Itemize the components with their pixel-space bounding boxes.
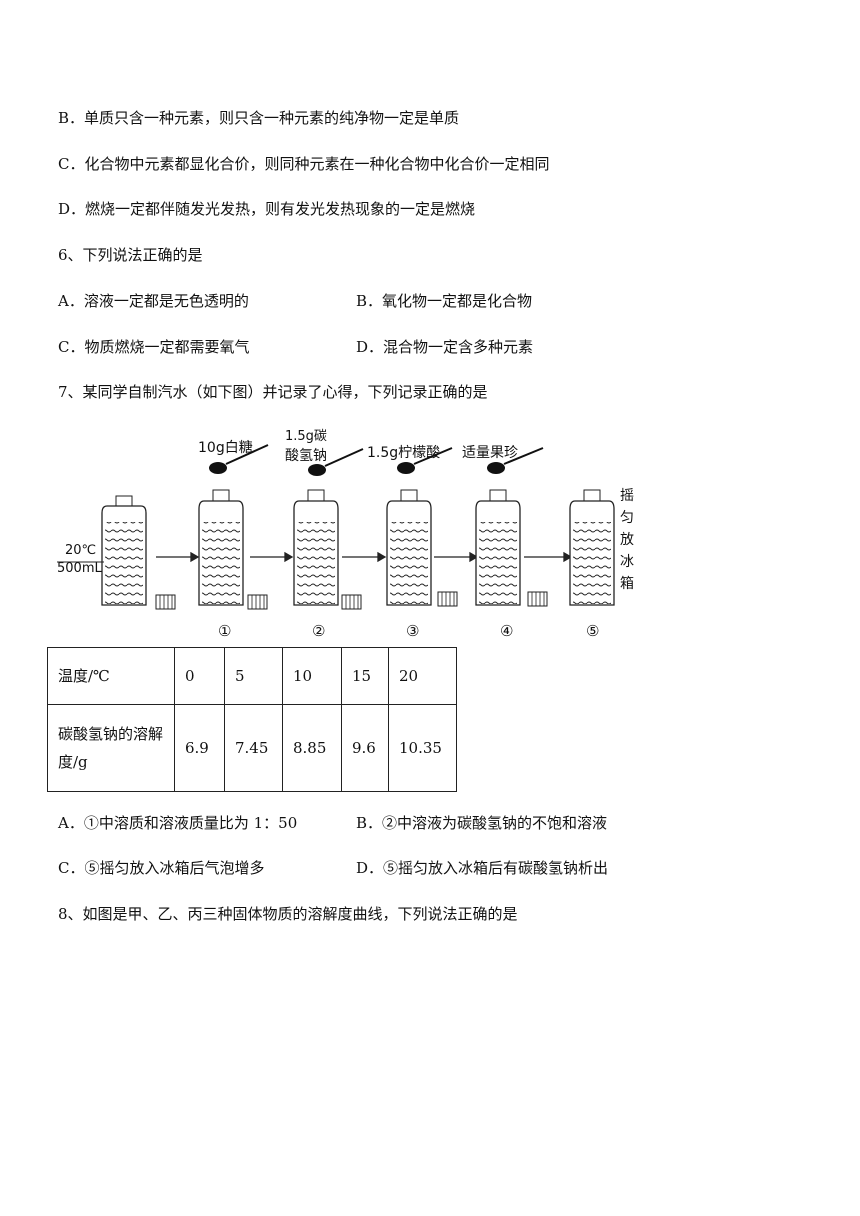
- question-7: 7、某同学自制汽水（如下图）并记录了心得，下列记录正确的是: [58, 383, 488, 401]
- bottle-2: [293, 489, 339, 606]
- final-char-2: 匀: [620, 510, 634, 526]
- line-q5d: D．燃烧一定都伴随发光发热，则有发光发热现象的一定是燃烧: [58, 200, 476, 218]
- cap-start: [155, 594, 176, 610]
- solubility-cell: 8.85: [282, 704, 342, 792]
- bottle-1: [198, 489, 244, 606]
- spoon-2: [308, 448, 364, 476]
- step-3: ③: [406, 622, 419, 640]
- addition-fruit-powder: 适量果珍: [462, 445, 518, 461]
- bottle-4: [475, 489, 521, 606]
- spoon-3: [397, 447, 453, 474]
- line-q5b: B．单质只含一种元素，则只含一种元素的纯净物一定是单质: [58, 109, 460, 127]
- table-row-solubility: 碳酸氢钠的溶解度/g 6.9 7.45 8.85 9.6 10.35: [47, 704, 457, 792]
- question-6: 6、下列说法正确的是: [58, 246, 203, 264]
- option-6a: A．溶液一定都是无色透明的: [58, 292, 249, 310]
- option-7d: D．⑤摇匀放入冰箱后有碳酸氢钠析出: [356, 859, 609, 877]
- spoon-1: [209, 444, 269, 474]
- cap-2: [341, 594, 362, 610]
- step-1: ①: [218, 622, 231, 640]
- option-7a: A．①中溶质和溶液质量比为 1：50: [58, 814, 298, 832]
- temp-cell: 10: [282, 647, 342, 705]
- addition-sugar: 10g白糖: [198, 440, 253, 456]
- addition-bicarbonate-line2: 酸氢钠: [285, 448, 327, 464]
- step-2: ②: [312, 622, 325, 640]
- temp-cell: 20: [388, 647, 457, 705]
- option-6c: C．物质燃烧一定都需要氧气: [58, 338, 250, 356]
- bottle-start: [101, 495, 147, 606]
- line-q5c: C．化合物中元素都显化合价，则同种元素在一种化合物中化合价一定相同: [58, 155, 550, 173]
- solubility-header: 碳酸氢钠的溶解度/g: [47, 704, 175, 792]
- solubility-cell: 7.45: [224, 704, 283, 792]
- bottle-3: [386, 489, 432, 606]
- step-4: ④: [500, 622, 513, 640]
- solubility-cell: 6.9: [174, 704, 225, 792]
- temp-cell: 15: [341, 647, 389, 705]
- option-7c: C．⑤摇匀放入冰箱后气泡增多: [58, 859, 265, 877]
- spoon-4: [487, 447, 544, 474]
- final-char-1: 摇: [620, 488, 634, 504]
- temperature-header: 温度/℃: [47, 647, 175, 705]
- bottle-5: [569, 489, 615, 606]
- step-5: ⑤: [586, 622, 599, 640]
- addition-bicarbonate-line1: 1.5g碳: [285, 429, 327, 444]
- option-6d: D．混合物一定含多种元素: [356, 338, 534, 356]
- cap-3: [437, 591, 458, 607]
- soda-process-figure: 20℃ 500mL 10g白糖 1.5g碳 酸氢钠 1.5g柠檬酸: [57, 429, 634, 640]
- option-7b: B．②中溶液为碳酸氢钠的不饱和溶液: [356, 814, 608, 832]
- final-char-3: 放: [620, 532, 634, 548]
- temp-cell: 0: [174, 647, 225, 705]
- solubility-table: 温度/℃ 0 5 10 15 20 碳酸氢钠的溶解度/g 6.9 7.45 8.…: [47, 647, 457, 792]
- final-char-4: 冰: [620, 554, 634, 570]
- option-6b: B．氧化物一定都是化合物: [356, 292, 533, 310]
- start-temp-label: 20℃: [65, 543, 96, 558]
- addition-citric-acid: 1.5g柠檬酸: [367, 445, 440, 461]
- solubility-cell: 10.35: [388, 704, 457, 792]
- final-char-5: 箱: [620, 576, 634, 592]
- cap-1: [247, 594, 268, 610]
- solubility-cell: 9.6: [341, 704, 389, 792]
- process-arrows: [156, 551, 573, 563]
- cap-4: [527, 591, 548, 607]
- temp-cell: 5: [224, 647, 283, 705]
- start-volume-label: 500mL: [57, 561, 102, 576]
- question-8: 8、如图是甲、乙、丙三种固体物质的溶解度曲线，下列说法正确的是: [58, 905, 518, 923]
- table-row-temperature: 温度/℃ 0 5 10 15 20: [47, 647, 457, 705]
